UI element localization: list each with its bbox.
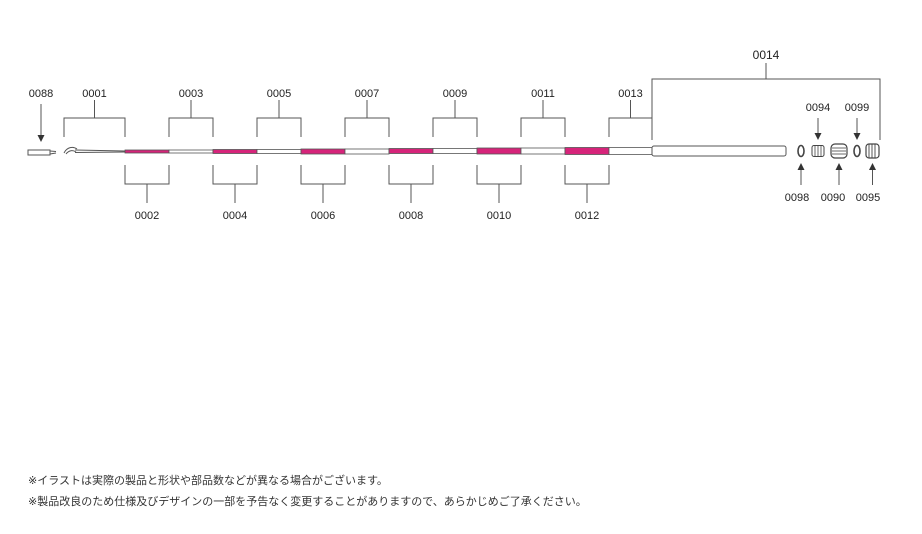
arrow-icon	[835, 163, 843, 185]
section-0005	[256, 149, 302, 154]
section-0010	[476, 147, 522, 155]
ribbed-cap-icon	[865, 143, 880, 159]
rod-sections	[124, 145, 787, 157]
section-0011	[520, 147, 566, 155]
arrow-icon	[814, 118, 822, 140]
section-0008	[388, 148, 434, 154]
label-0088: 0088	[29, 88, 53, 100]
label-0014: 0014	[753, 48, 780, 62]
note-spec-change: ※製品改良のため仕様及びデザインの一部を予告なく変更することがありますので、あら…	[28, 495, 587, 508]
label-0095: 0095	[856, 192, 880, 204]
label-0004: 0004	[223, 210, 247, 222]
section-0006	[300, 148, 346, 155]
screw-cap-icon	[830, 143, 848, 159]
brackets-top	[63, 63, 881, 140]
note-illustration: ※イラストは実際の製品と形状や部品数などが異なる場合がございます。	[28, 474, 388, 487]
label-0009: 0009	[443, 88, 467, 100]
section-0013	[608, 147, 653, 155]
label-0099: 0099	[845, 102, 869, 114]
arrow-icon	[869, 163, 876, 185]
label-0012: 0012	[575, 210, 599, 222]
ring-nut-icon	[811, 145, 825, 157]
tip-guide	[63, 146, 126, 155]
label-0001: 0001	[82, 88, 106, 100]
o-ring-icon	[797, 144, 805, 158]
section-0003	[168, 149, 214, 154]
label-0006: 0006	[311, 210, 335, 222]
section-0002	[124, 149, 170, 154]
section-0004	[212, 149, 258, 154]
section-0014	[651, 145, 787, 157]
label-0008: 0008	[399, 210, 423, 222]
label-0011: 0011	[531, 88, 555, 100]
brackets-bottom	[124, 165, 610, 203]
label-0002: 0002	[135, 210, 159, 222]
section-0007	[344, 148, 390, 155]
label-0013: 0013	[618, 88, 642, 100]
label-0003: 0003	[179, 88, 203, 100]
label-0007: 0007	[355, 88, 379, 100]
arrow-icon	[853, 118, 861, 140]
arrow-icon	[37, 104, 45, 142]
label-0094: 0094	[806, 102, 830, 114]
section-0012	[564, 147, 610, 155]
label-0090: 0090	[821, 192, 845, 204]
label-0098: 0098	[785, 192, 809, 204]
o-ring-icon	[853, 144, 861, 158]
arrow-icon	[797, 163, 805, 185]
disclaimer-notes: ※イラストは実際の製品と形状や部品数などが異なる場合がございます。 ※製品改良の…	[28, 470, 587, 512]
label-0005: 0005	[267, 88, 291, 100]
tip-cap	[27, 149, 57, 156]
section-0009	[432, 148, 478, 154]
label-0010: 0010	[487, 210, 511, 222]
